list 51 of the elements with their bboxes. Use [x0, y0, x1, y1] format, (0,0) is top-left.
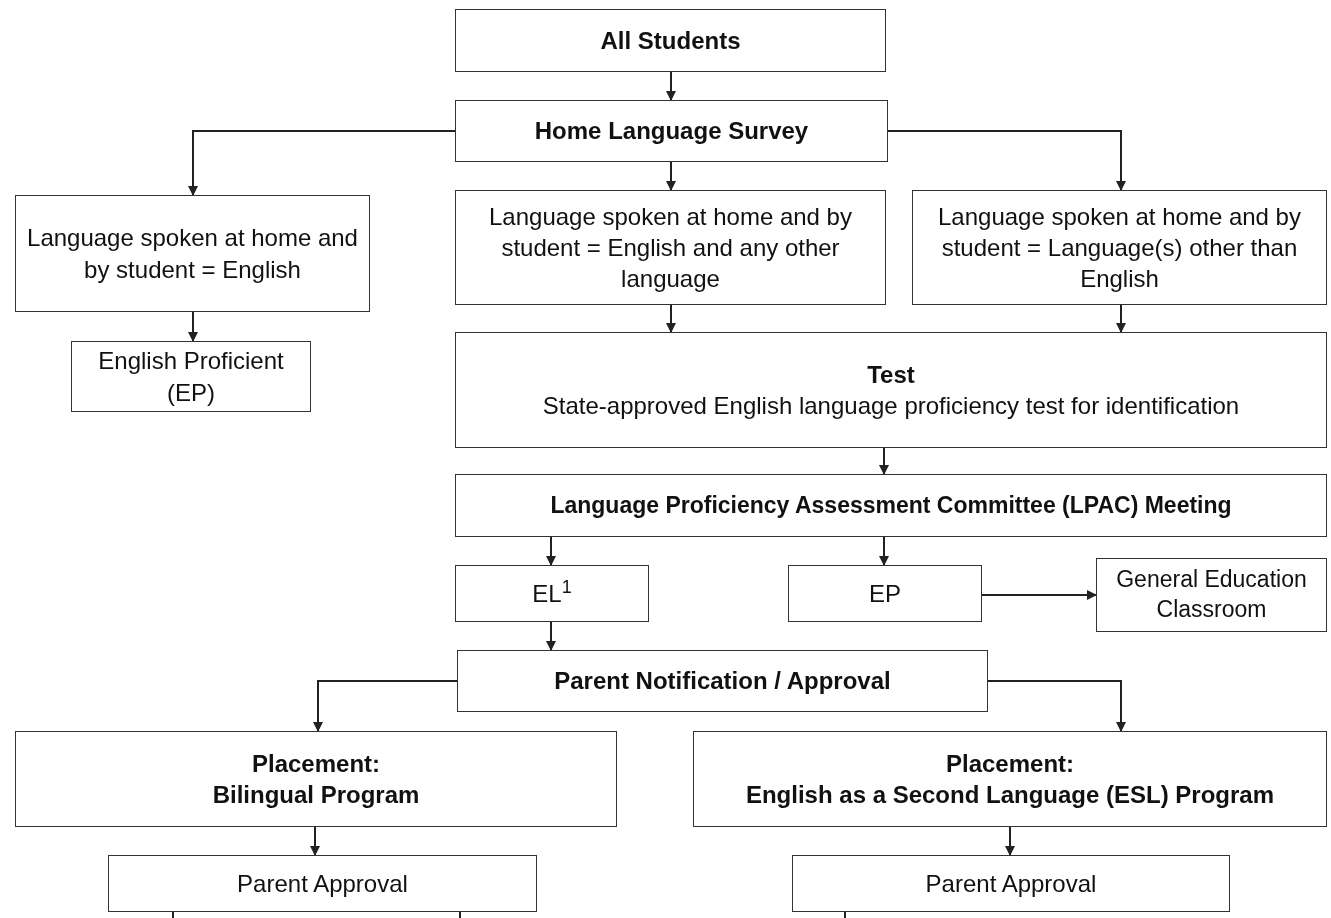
box-text: Parent Notification / Approval — [554, 666, 891, 697]
process-box — [912, 190, 1327, 305]
arrow — [546, 536, 556, 566]
process-box — [455, 100, 888, 162]
box-text: Language spoken at home and by student = English — [26, 223, 359, 285]
box-text: EP — [869, 578, 901, 609]
process-box — [15, 731, 617, 827]
arrow — [313, 680, 458, 732]
box-text: Placement: — [251, 748, 381, 779]
arrow — [879, 447, 889, 475]
arrow — [310, 826, 320, 856]
process-box — [792, 855, 1230, 912]
arrow — [987, 680, 1126, 732]
box-text: Language Proficiency Assessment Committee (LPAC) Meeting — [550, 490, 1232, 520]
process-box — [455, 332, 1327, 448]
process-box — [455, 190, 886, 305]
box-text: English Proficient (EP) — [97, 346, 285, 408]
arrow — [666, 71, 676, 101]
arrow — [1116, 304, 1126, 333]
process-box — [455, 9, 886, 72]
process-box — [1096, 558, 1327, 632]
arrow — [879, 536, 889, 566]
box-text: Test — [867, 359, 915, 390]
arrow — [666, 161, 676, 191]
process-box — [693, 731, 1327, 827]
box-text: Home Language Survey — [534, 116, 809, 147]
box-subtext: State-approved English language proficiency test for identification — [542, 391, 1240, 421]
arrow — [887, 130, 1126, 191]
arrow — [1005, 826, 1015, 856]
process-box — [108, 855, 537, 912]
box-subtext: English as a Second Language (ESL) Program — [745, 780, 1275, 810]
process-box — [71, 341, 311, 412]
box-text: Parent Approval — [237, 868, 408, 899]
arrow — [188, 130, 456, 196]
process-box — [788, 565, 982, 622]
box-text: EL$^{1}$ — [532, 577, 572, 609]
box-text: General Education Classroom — [1115, 565, 1308, 624]
arrow — [546, 621, 556, 651]
arrow — [188, 311, 198, 342]
box-text: Parent Approval — [925, 868, 1097, 899]
process-box — [455, 565, 649, 622]
process-box — [15, 195, 370, 312]
box-text: All Students — [600, 25, 741, 56]
box-text: Language spoken at home and by student = Language(s) other than English — [937, 201, 1302, 295]
process-box — [455, 474, 1327, 537]
arrow — [981, 590, 1097, 600]
process-box — [457, 650, 988, 712]
arrow — [666, 304, 676, 333]
box-subtext: Bilingual Program — [212, 780, 420, 810]
box-text: Language spoken at home and by student = English and any other language — [488, 201, 853, 295]
box-text: Placement: — [945, 748, 1075, 779]
